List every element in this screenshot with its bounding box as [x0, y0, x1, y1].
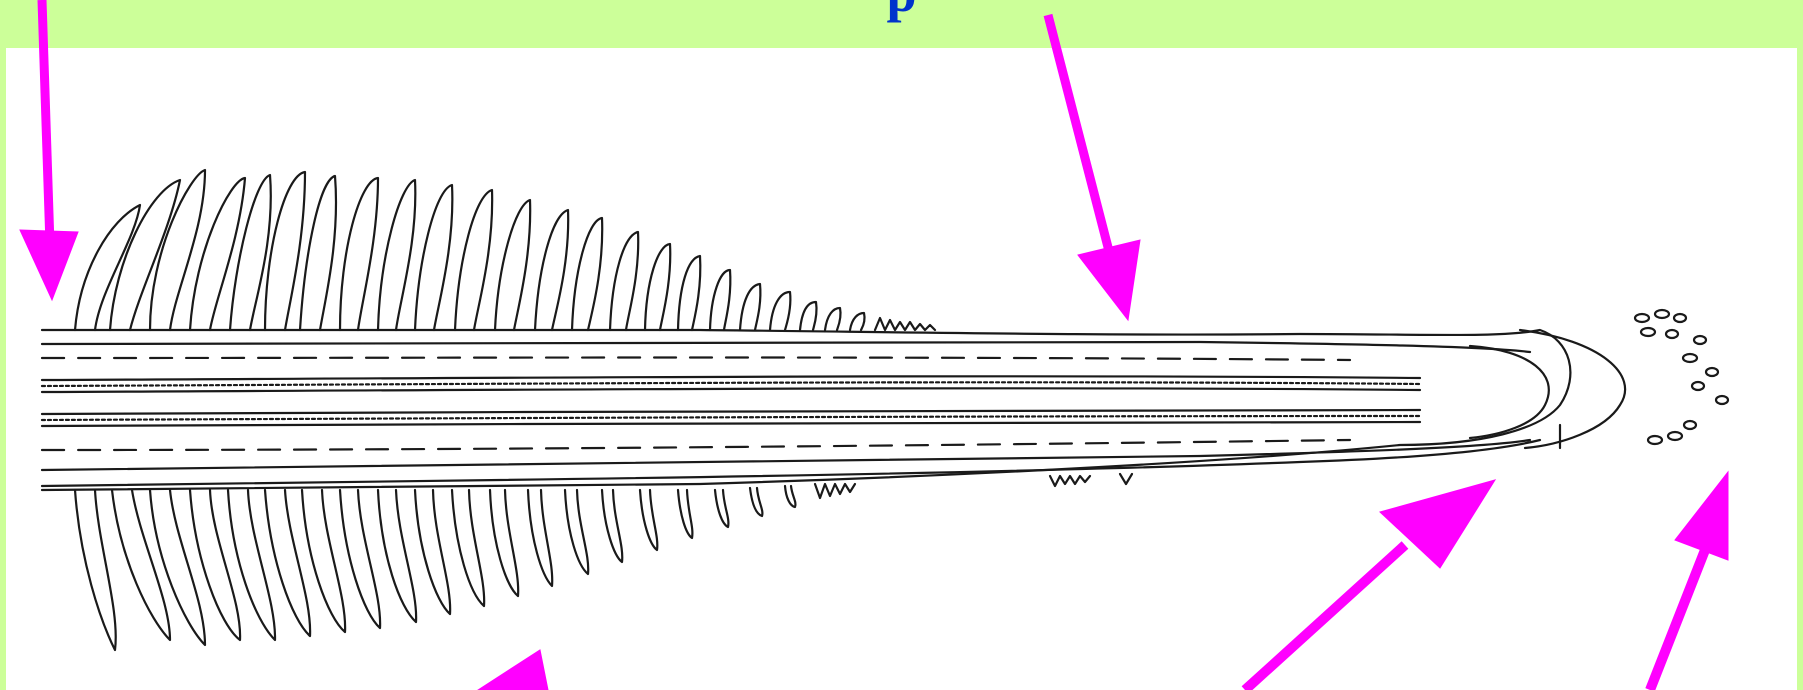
arrow-elongation-zone	[1245, 480, 1495, 690]
arrow-root-hair-zone-end	[1048, 15, 1140, 320]
vascular-strand-lower-c	[42, 422, 1420, 426]
cortex-boundary-upper	[42, 341, 1530, 352]
root-hairs-upper	[75, 170, 935, 330]
dashed-line-upper	[42, 358, 1350, 361]
vascular-strand-upper-a	[42, 376, 1420, 380]
arrow-root-hairs	[478, 650, 548, 690]
vascular-strand-upper-b	[42, 382, 1420, 386]
dashed-line-lower	[42, 440, 1350, 450]
cortex-boundary-lower	[42, 440, 1530, 470]
arrow-epidermis	[20, 0, 78, 300]
root-cap	[1520, 330, 1625, 448]
meristem-curve	[1470, 346, 1549, 438]
sloughed-cap-cells	[1635, 310, 1728, 444]
vascular-strand-lower-b	[42, 416, 1420, 420]
vascular-strand-upper-c	[42, 388, 1420, 392]
epidermis-lower	[42, 440, 1540, 486]
vascular-strand-lower-a	[42, 410, 1420, 414]
arrow-root-cap	[1650, 472, 1728, 690]
root-hairs-lower	[75, 474, 1132, 650]
